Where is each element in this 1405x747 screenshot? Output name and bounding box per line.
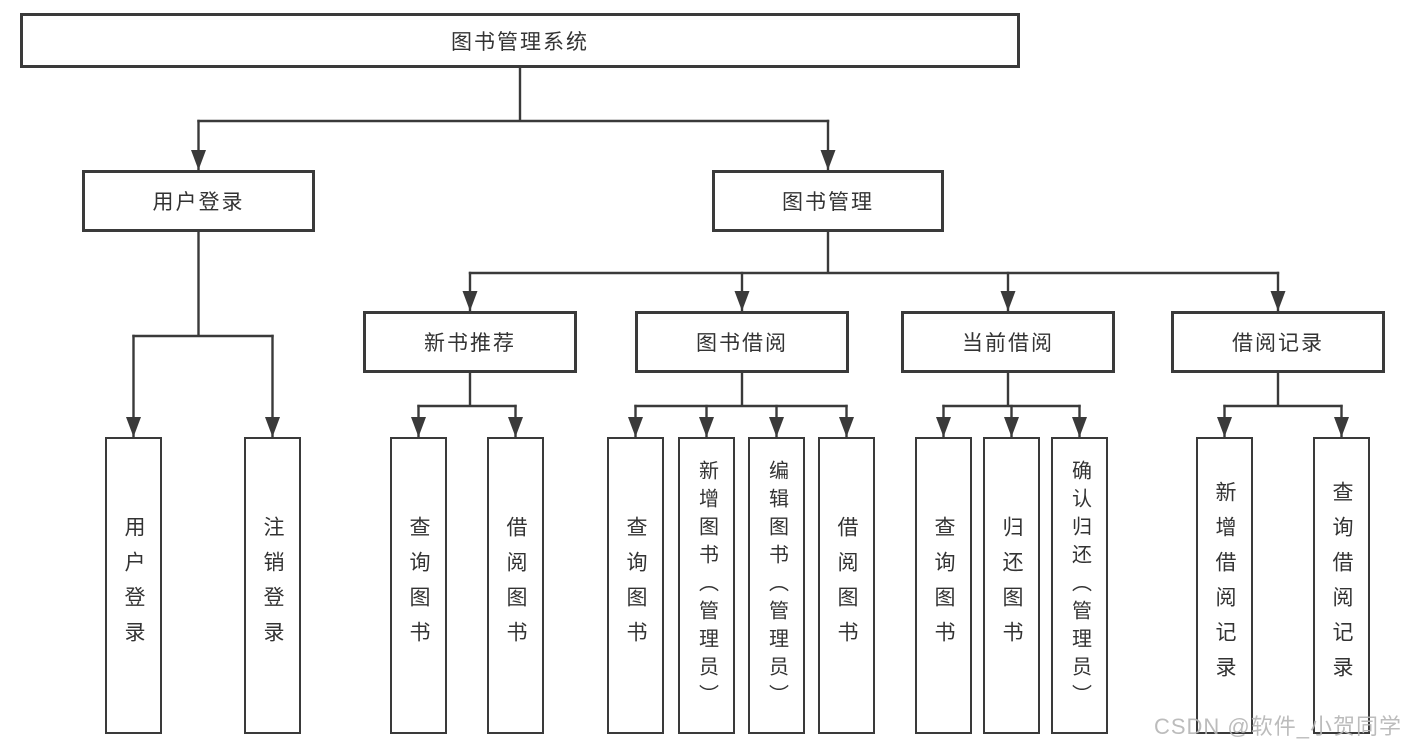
leaf-borrow-books-2-label: 借阅图书: [835, 515, 858, 656]
leaf-logout-label: 注销登录: [261, 515, 284, 656]
node-book-management: 图书管理: [712, 170, 944, 232]
leaf-query-borrow-record-label: 查询借阅记录: [1330, 480, 1353, 691]
node-new-book-recommendation: 新书推荐: [363, 311, 577, 373]
leaf-query-books-2-label: 查询图书: [624, 515, 647, 656]
leaf-add-borrow-record: 新增借阅记录: [1196, 437, 1253, 734]
leaf-query-books-2: 查询图书: [607, 437, 664, 734]
leaf-borrow-books-2: 借阅图书: [818, 437, 875, 734]
leaf-borrow-books-1-label: 借阅图书: [504, 515, 527, 656]
leaf-query-books-1: 查询图书: [390, 437, 447, 734]
leaf-query-books-3-label: 查询图书: [932, 515, 955, 656]
node-current-borrowing: 当前借阅: [901, 311, 1115, 373]
leaf-add-borrow-record-label: 新增借阅记录: [1213, 480, 1236, 691]
leaf-confirm-return-admin-label: 确认归还（管理员）: [1068, 459, 1091, 712]
leaf-borrow-books-1: 借阅图书: [487, 437, 544, 734]
node-borrowing-records: 借阅记录: [1171, 311, 1385, 373]
leaf-confirm-return-admin: 确认归还（管理员）: [1051, 437, 1108, 734]
node-book-borrowing: 图书借阅: [635, 311, 849, 373]
leaf-user-login: 用户登录: [105, 437, 162, 734]
leaf-logout: 注销登录: [244, 437, 301, 734]
leaf-add-books-admin-label: 新增图书（管理员）: [695, 459, 718, 712]
leaf-user-login-label: 用户登录: [122, 515, 145, 656]
leaf-add-books-admin: 新增图书（管理员）: [678, 437, 735, 734]
leaf-return-books: 归还图书: [983, 437, 1040, 734]
node-root-system: 图书管理系统: [20, 13, 1020, 68]
leaf-edit-books-admin: 编辑图书（管理员）: [748, 437, 805, 734]
node-user-login: 用户登录: [82, 170, 315, 232]
leaf-query-books-1-label: 查询图书: [407, 515, 430, 656]
leaf-return-books-label: 归还图书: [1000, 515, 1023, 656]
leaf-edit-books-admin-label: 编辑图书（管理员）: [765, 459, 788, 712]
csdn-watermark: CSDN @软件_小贺同学: [1153, 714, 1402, 739]
leaf-query-borrow-record: 查询借阅记录: [1313, 437, 1370, 734]
leaf-query-books-3: 查询图书: [915, 437, 972, 734]
